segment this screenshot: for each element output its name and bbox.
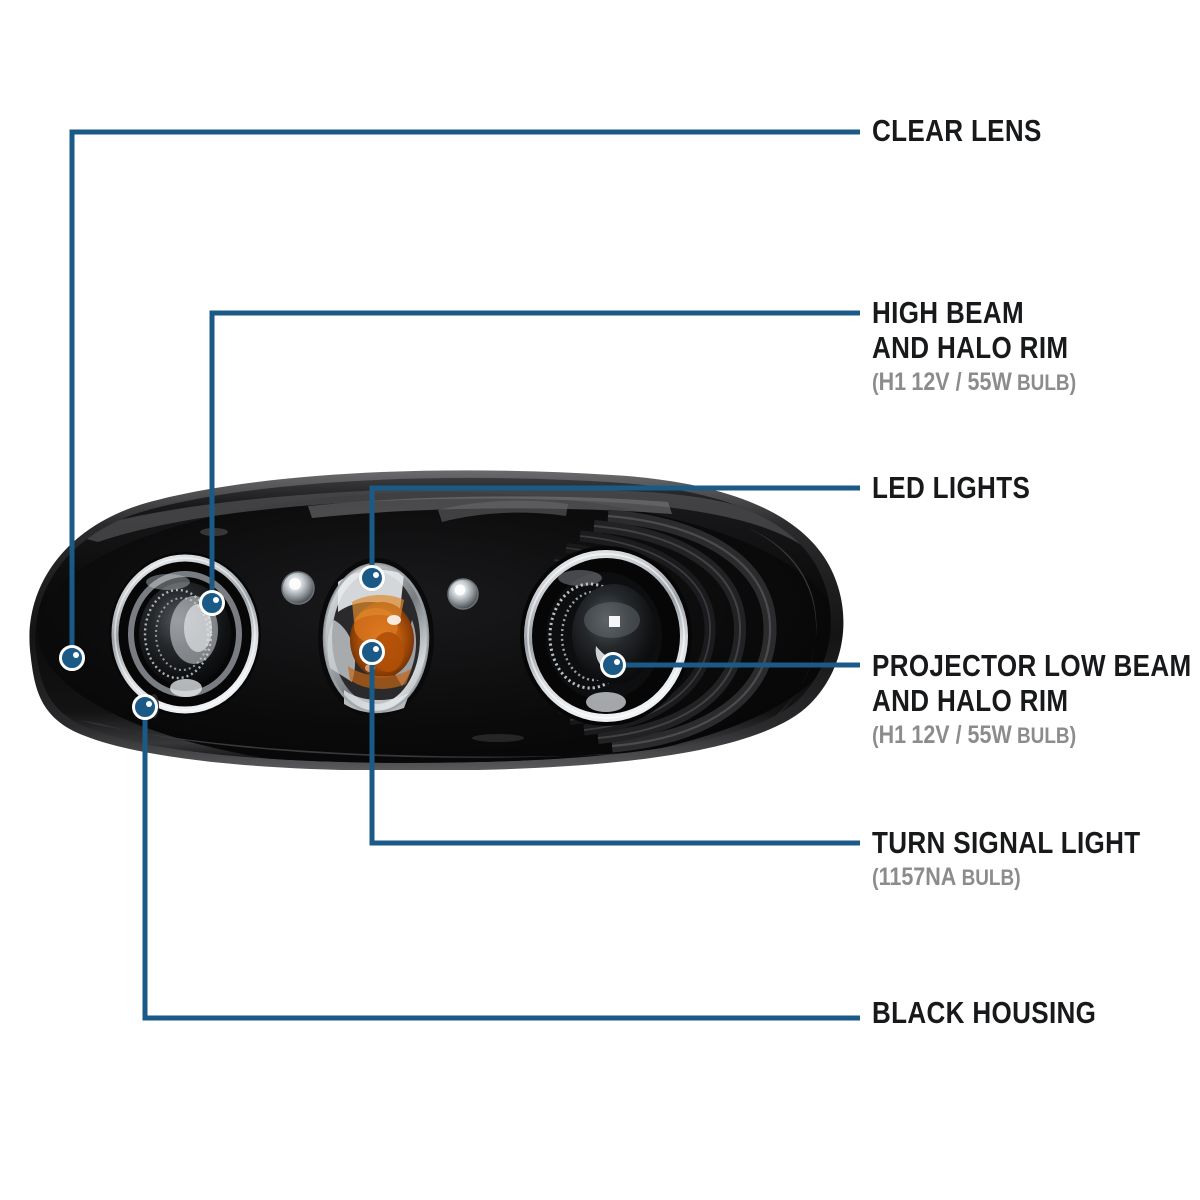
callout-title-high-beam-line1: HIGH BEAM	[872, 295, 1025, 330]
high-beam-assembly	[109, 552, 261, 716]
callout-turn-signal: TURN SIGNAL LIGHT (1157NA BULB)	[872, 825, 1192, 892]
paren-open: (	[872, 722, 879, 748]
headlight-illustration	[29, 470, 844, 771]
bulb-code: 1157NA	[878, 863, 957, 891]
callout-title-turn-signal: TURN SIGNAL LIGHT	[872, 825, 1141, 860]
callout-title-high-beam-line2: AND HALO RIM	[872, 330, 1069, 365]
callout-title-projector-line1: PROJECTOR LOW BEAM	[872, 648, 1192, 683]
callout-high-beam: HIGH BEAM AND HALO RIM (H1 12V / 55W BUL…	[872, 295, 1109, 397]
marker-led-lights[interactable]	[359, 565, 385, 591]
callout-title-clear-lens: CLEAR LENS	[872, 113, 1042, 148]
callout-subtitle-turn-signal: (1157NA BULB)	[872, 863, 1147, 892]
projector-low-beam-assembly	[520, 546, 692, 726]
bulb-spec: 12V / 55W	[911, 368, 1012, 396]
projector-bulb-glint	[609, 616, 620, 627]
marker-high-beam[interactable]	[199, 590, 225, 616]
marker-projector-low-beam[interactable]	[600, 652, 626, 678]
headlight-assembly-image	[8, 470, 848, 771]
bulb-word: BULB	[1017, 723, 1070, 748]
marker-clear-lens[interactable]	[59, 645, 85, 671]
callout-projector-low-beam: PROJECTOR LOW BEAM AND HALO RIM (H1 12V …	[872, 648, 1200, 750]
paren-close: )	[1069, 722, 1077, 748]
callout-led-lights: LED LIGHTS	[872, 470, 1060, 505]
bulb-word: BULB	[961, 865, 1015, 890]
paren-open: (	[872, 864, 879, 890]
callout-subtitle-high-beam: (H1 12V / 55W BULB)	[872, 368, 1076, 397]
callout-title-black-housing: BLACK HOUSING	[872, 995, 1097, 1030]
callout-clear-lens: CLEAR LENS	[872, 113, 1074, 148]
bulb-code: H1	[878, 368, 907, 396]
marker-turn-signal[interactable]	[359, 639, 385, 665]
callout-title-led-lights: LED LIGHTS	[872, 470, 1031, 505]
callout-subtitle-projector: (H1 12V / 55W BULB)	[872, 721, 1199, 750]
paren-close: )	[1069, 369, 1077, 395]
paren-open: (	[872, 369, 879, 395]
bulb-word: BULB	[1017, 370, 1070, 395]
callout-black-housing: BLACK HOUSING	[872, 995, 1139, 1030]
marker-black-housing[interactable]	[132, 694, 158, 720]
callout-title-projector-line2: AND HALO RIM	[872, 683, 1069, 718]
paren-close: )	[1014, 864, 1021, 890]
bulb-code: H1	[878, 721, 907, 749]
bulb-spec: 12V / 55W	[911, 721, 1012, 749]
